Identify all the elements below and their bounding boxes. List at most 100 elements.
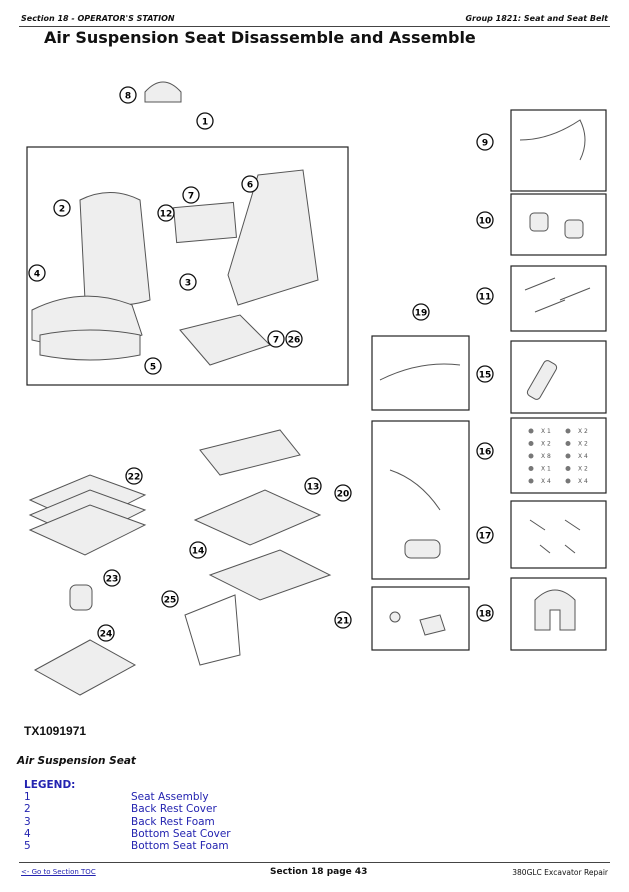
legend-item: 4 Bottom Seat Cover	[24, 828, 231, 840]
callout-24: 24	[97, 624, 115, 642]
callout-25: 25	[161, 590, 179, 608]
seat-frame	[227, 169, 319, 306]
svg-text:16: 16	[479, 448, 492, 458]
callout-4: 4	[28, 264, 46, 282]
svg-text:14: 14	[192, 547, 205, 557]
legend-label: Back Rest Cover	[131, 803, 217, 816]
svg-text:20: 20	[337, 490, 350, 500]
svg-text:3: 3	[185, 279, 191, 289]
hardware-icon	[565, 428, 571, 434]
legend-number: 4	[24, 827, 31, 840]
kit-quantity: X 2	[578, 441, 588, 448]
callout-16: 16	[476, 442, 494, 460]
seat-assembly-box	[26, 146, 349, 386]
hardware-icon	[528, 428, 534, 434]
svg-text:11: 11	[479, 293, 492, 303]
kit-quantity: X 4	[578, 478, 588, 485]
svg-text:25: 25	[164, 596, 177, 606]
svg-text:9: 9	[482, 139, 488, 149]
callout-19: 19	[412, 303, 430, 321]
legend-title: LEGEND:	[24, 779, 76, 791]
svg-text:13: 13	[307, 483, 320, 493]
legend-label: Bottom Seat Foam	[131, 840, 229, 853]
svg-text:2: 2	[59, 205, 65, 215]
callout-12: 12	[157, 204, 175, 222]
callout-17: 17	[476, 526, 494, 544]
hardware-icon	[528, 453, 534, 459]
hardware-icon	[528, 466, 534, 471]
page-title: Air Suspension Seat Disassemble and Asse…	[44, 28, 476, 47]
svg-text:10: 10	[479, 217, 492, 227]
callout-20: 20	[334, 484, 352, 502]
back-rest	[79, 192, 151, 306]
callout-21: 21	[334, 611, 352, 629]
svg-text:17: 17	[479, 532, 492, 542]
callout-7: 7	[267, 330, 285, 348]
legend-number: 2	[24, 803, 31, 816]
callout-18: 18	[476, 604, 494, 622]
kit-quantity: X 1	[541, 428, 551, 435]
kit-quantity: X 2	[541, 441, 551, 448]
kit-quantity: X 4	[541, 478, 551, 485]
svg-text:12: 12	[160, 210, 173, 220]
callout-22: 22	[125, 467, 143, 485]
toc-link[interactable]: <- Go to Section TOC	[21, 868, 96, 876]
kit-quantity: X 2	[578, 466, 588, 473]
legend-number: 3	[24, 815, 31, 828]
group-header: Group 1821: Seat and Seat Belt	[465, 14, 608, 23]
callout-23: 23	[103, 569, 121, 587]
svg-text:21: 21	[337, 617, 350, 627]
callout-5: 5	[144, 357, 162, 375]
figure-caption: Air Suspension Seat	[17, 755, 136, 767]
legend-label: Bottom Seat Cover	[131, 827, 231, 840]
hardware-icon	[565, 478, 571, 484]
kit-quantity: X 2	[578, 428, 588, 435]
manual-name: 380GLC Excavator Repair	[512, 868, 608, 877]
callout-11: 11	[476, 287, 494, 305]
page-number: Section 18 page 43	[270, 867, 368, 877]
svg-text:5: 5	[150, 363, 156, 373]
callout-15: 15	[476, 365, 494, 383]
hardware-icon	[528, 441, 534, 446]
header-rule	[19, 26, 610, 27]
legend-item: 2 Back Rest Cover	[24, 803, 231, 815]
svg-text:6: 6	[247, 181, 253, 191]
svg-text:7: 7	[273, 336, 279, 346]
legend-item: 5 Bottom Seat Foam	[24, 840, 231, 852]
hardware-icon	[565, 453, 571, 459]
footer-rule	[19, 862, 610, 863]
callout-9: 9	[476, 133, 494, 151]
legend-number: 5	[24, 840, 31, 853]
hardware-icon	[565, 466, 571, 471]
svg-text:24: 24	[100, 630, 113, 640]
legend-label: Seat Assembly	[131, 791, 209, 804]
callout-2: 2	[53, 199, 71, 217]
callout-13: 13	[304, 477, 322, 495]
svg-text:8: 8	[125, 92, 131, 102]
figure-id: TX1091971	[24, 724, 87, 738]
callout-6: 6	[241, 175, 259, 193]
legend-item: 3 Back Rest Foam	[24, 816, 231, 828]
callout-8: 8	[119, 86, 137, 104]
legend-item: 1 Seat Assembly	[24, 791, 231, 803]
callout-1: 1	[196, 112, 214, 130]
callout-26: 26	[285, 330, 303, 348]
legend-label: Back Rest Foam	[131, 815, 215, 828]
svg-text:23: 23	[106, 575, 119, 585]
kit-quantity: X 1	[541, 466, 551, 473]
section-header: Section 18 - OPERATOR'S STATION	[21, 14, 175, 23]
callout-3: 3	[179, 273, 197, 291]
svg-text:18: 18	[479, 610, 492, 620]
svg-text:1: 1	[202, 118, 208, 128]
hardware-icon	[565, 441, 571, 446]
legend-number: 1	[24, 791, 31, 804]
callout-10: 10	[476, 211, 494, 229]
kit-quantity: X 4	[578, 453, 588, 460]
callout-7: 7	[182, 186, 200, 204]
svg-text:15: 15	[479, 371, 492, 381]
svg-text:4: 4	[34, 270, 40, 280]
svg-text:7: 7	[188, 192, 194, 202]
svg-text:19: 19	[415, 309, 428, 319]
